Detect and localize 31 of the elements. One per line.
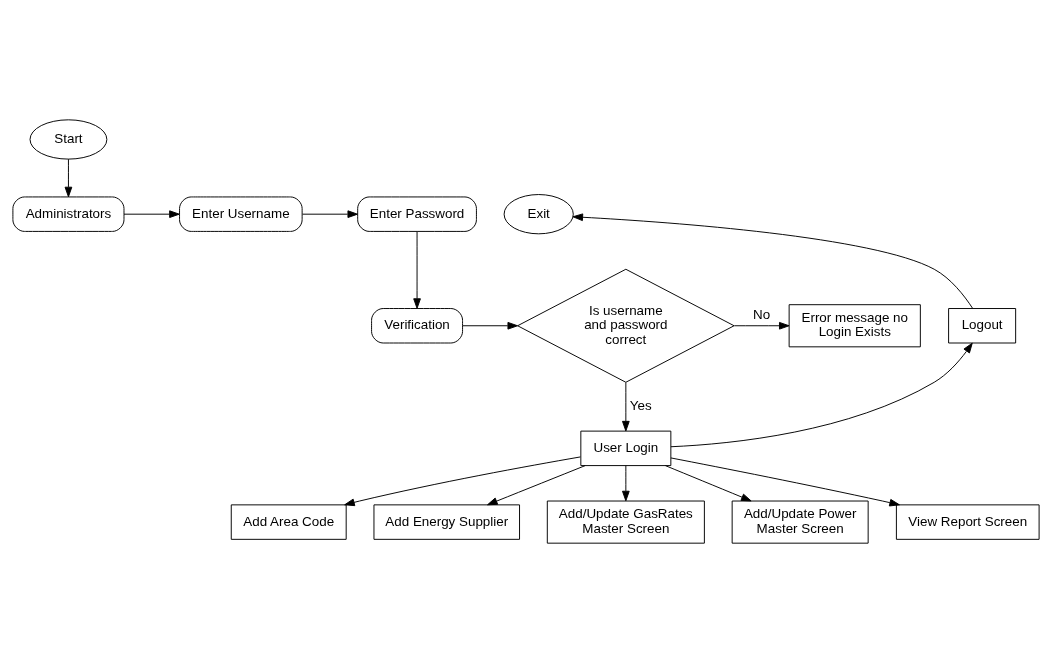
arrow <box>733 321 790 330</box>
arrow <box>670 456 900 506</box>
arrow <box>64 158 73 197</box>
arrow <box>123 209 180 218</box>
node-box: Verification <box>371 307 464 343</box>
node-box: Administrators <box>12 195 125 232</box>
node-diamond: Is username and password correct <box>517 268 735 383</box>
arrow <box>413 230 421 309</box>
node-box: Add Energy Supplier <box>373 503 520 540</box>
arrow <box>487 464 586 505</box>
edge-label: No <box>753 306 771 322</box>
node-box: Add/Update Power Master Screen <box>731 500 869 544</box>
arrow <box>462 321 518 330</box>
node-box: Error message no Login Exists <box>788 303 921 347</box>
node-box: Add/Update GasRates Master Screen <box>546 500 705 544</box>
arrow <box>344 455 581 506</box>
node-ellipse: Exit <box>503 193 574 234</box>
arrow <box>622 381 630 431</box>
arrow <box>301 209 358 218</box>
node-box: Enter Username <box>179 195 303 232</box>
node-box: View Report Screen <box>895 503 1040 540</box>
arrow <box>622 464 630 501</box>
node-ellipse: Start <box>29 118 108 160</box>
arrow <box>572 212 974 309</box>
arrow <box>670 342 973 447</box>
edge-label: Yes <box>629 397 652 413</box>
node-box: User Login <box>580 430 672 466</box>
arrow <box>664 464 752 501</box>
node-box: Logout <box>948 307 1017 343</box>
node-box: Enter Password <box>357 195 477 232</box>
node-box: Add Area Code <box>230 503 347 540</box>
